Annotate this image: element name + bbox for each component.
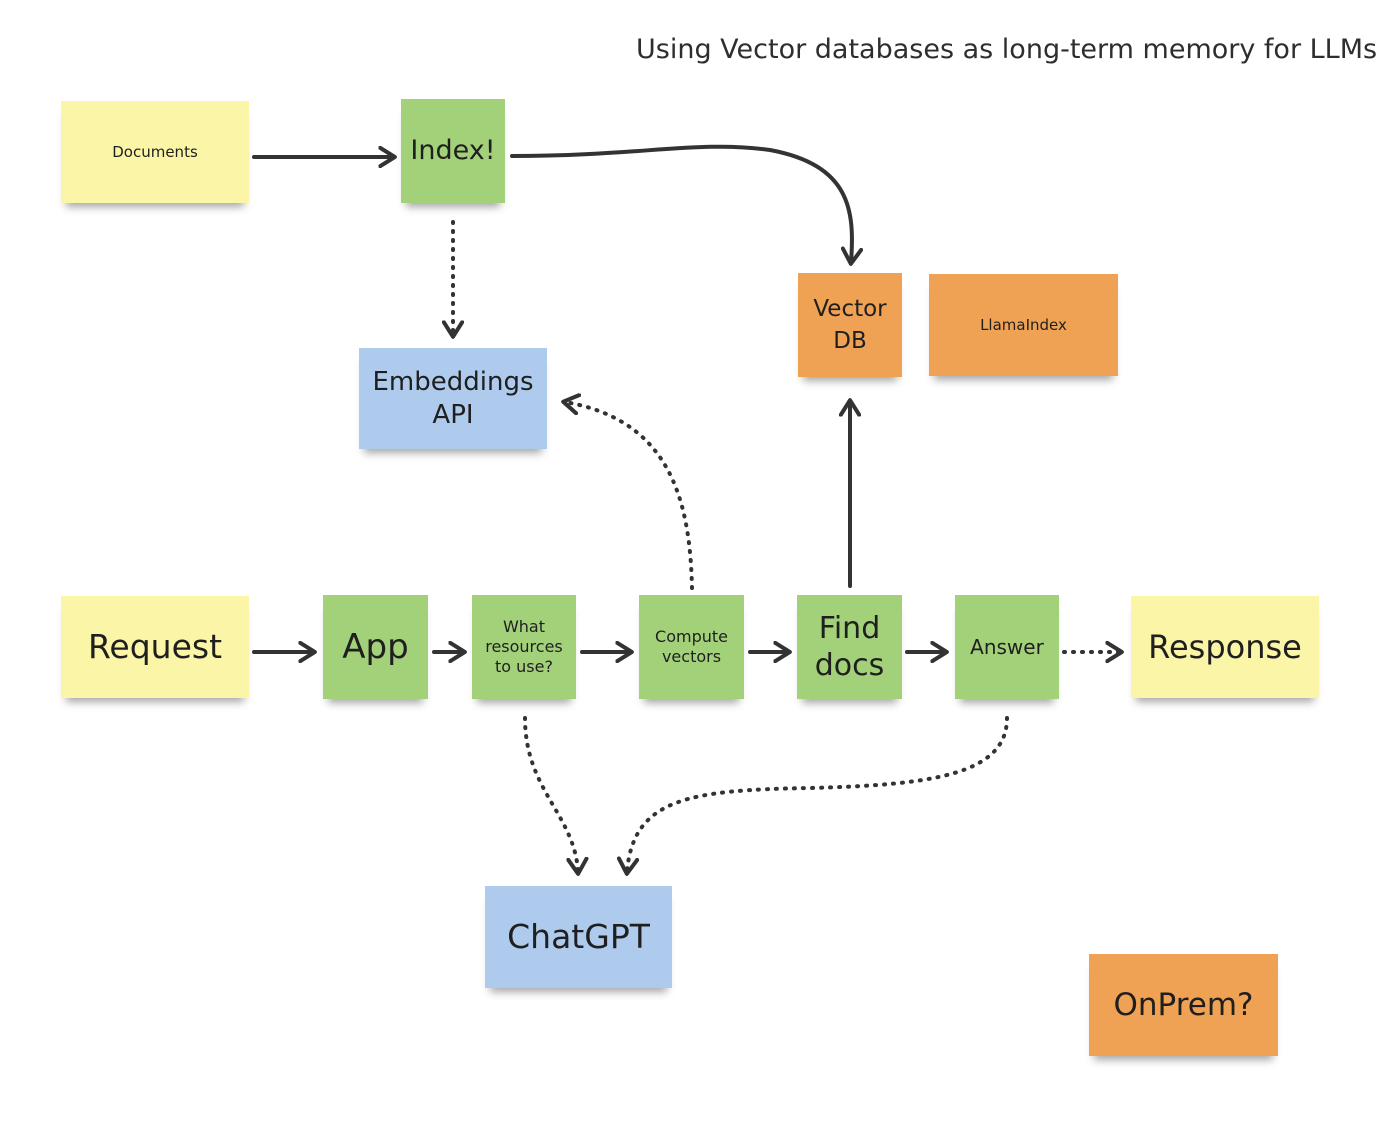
- note-chatgpt: ChatGPT: [485, 886, 672, 988]
- note-request-label: Request: [87, 627, 223, 667]
- note-response-label: Response: [1148, 628, 1302, 666]
- note-compute-vectors: Compute vectors: [639, 595, 744, 699]
- note-llamaindex: LlamaIndex: [929, 274, 1118, 376]
- note-what-resources-label: What resources to use?: [485, 617, 563, 676]
- arrow-answer-to-chatgpt: [627, 716, 1009, 872]
- note-answer-label: Answer: [970, 634, 1044, 659]
- note-compute-vectors-label: Compute vectors: [655, 627, 728, 666]
- note-what-resources: What resources to use?: [472, 595, 576, 699]
- note-llamaindex-label: LlamaIndex: [980, 315, 1067, 334]
- note-onprem: OnPrem?: [1089, 954, 1278, 1056]
- note-vector-db-label: Vector DB: [813, 295, 887, 354]
- note-app-label: App: [342, 626, 409, 667]
- note-embeddings-api: Embeddings API: [359, 348, 547, 449]
- note-documents-label: Documents: [112, 142, 198, 161]
- note-chatgpt-label: ChatGPT: [507, 917, 650, 957]
- arrow-what-resources-to-chatgpt: [523, 716, 578, 872]
- note-embeddings-api-label: Embeddings API: [372, 367, 534, 430]
- note-find-docs-label: Find docs: [814, 610, 885, 684]
- note-documents: Documents: [61, 101, 249, 203]
- note-index-label: Index!: [410, 135, 496, 167]
- arrow-index-to-vector-db: [510, 144, 852, 262]
- note-app: App: [323, 595, 428, 699]
- note-vector-db: Vector DB: [798, 273, 902, 377]
- note-request: Request: [61, 596, 249, 698]
- note-find-docs: Find docs: [797, 595, 902, 699]
- note-onprem-label: OnPrem?: [1113, 986, 1254, 1023]
- note-response: Response: [1131, 596, 1319, 698]
- note-answer: Answer: [955, 595, 1059, 699]
- diagram-title: Using Vector databases as long-term memo…: [636, 34, 1376, 65]
- note-index: Index!: [401, 99, 505, 203]
- arrow-compute-to-embeddings: [565, 402, 694, 590]
